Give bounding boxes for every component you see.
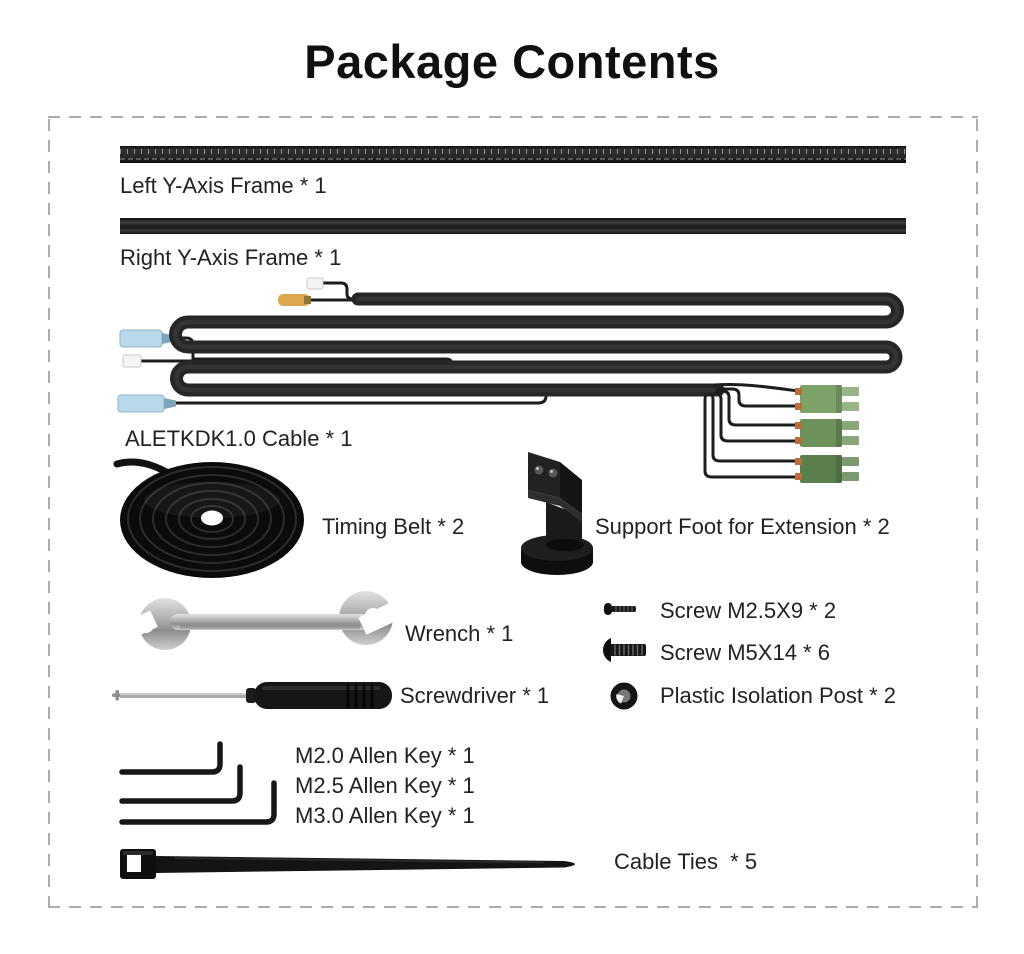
- screw-m5x14-icon: [603, 638, 646, 662]
- green-terminal-2: [795, 419, 859, 447]
- cable-ties-label: Cable Ties * 5: [614, 849, 758, 874]
- screw-m2-5x9-label: Screw M2.5X9 * 2: [660, 598, 837, 623]
- screw-m5x14-label: Screw M5X14 * 6: [660, 640, 830, 665]
- support-foot-label: Support Foot for Extension * 2: [595, 514, 890, 539]
- cable-image: [117, 277, 904, 483]
- wrench-label: Wrench * 1: [405, 621, 514, 646]
- screw-m2-5x9-icon: [604, 603, 636, 615]
- cable-label: ALETKDK1.0 Cable * 1: [125, 426, 353, 451]
- isolation-post-label: Plastic Isolation Post * 2: [660, 683, 897, 708]
- allen-key-m2-0-label: M2.0 Allen Key * 1: [295, 743, 475, 768]
- screwdriver-label: Screwdriver * 1: [400, 683, 550, 708]
- right-y-axis-frame-image: [120, 218, 906, 234]
- green-terminal-3: [795, 455, 859, 483]
- screwdriver-image: [112, 682, 392, 709]
- right-y-axis-frame-label: Right Y-Axis Frame * 1: [120, 245, 342, 270]
- allen-key-m2-5-label: M2.5 Allen Key * 1: [295, 773, 475, 798]
- left-y-axis-frame-image: [120, 146, 906, 163]
- timing-belt-image: [113, 458, 304, 578]
- allen-keys-image: [119, 741, 277, 825]
- support-foot-image: [521, 452, 593, 575]
- wrench-image: [110, 591, 405, 650]
- cable-tie-image: [120, 849, 575, 879]
- page-title: Package Contents: [304, 35, 720, 88]
- timing-belt-label: Timing Belt * 2: [322, 514, 465, 539]
- green-terminal-1: [795, 385, 859, 413]
- left-y-axis-frame-label: Left Y-Axis Frame * 1: [120, 173, 327, 198]
- isolation-post-icon: [610, 682, 638, 710]
- allen-key-m3-0-label: M3.0 Allen Key * 1: [295, 803, 475, 828]
